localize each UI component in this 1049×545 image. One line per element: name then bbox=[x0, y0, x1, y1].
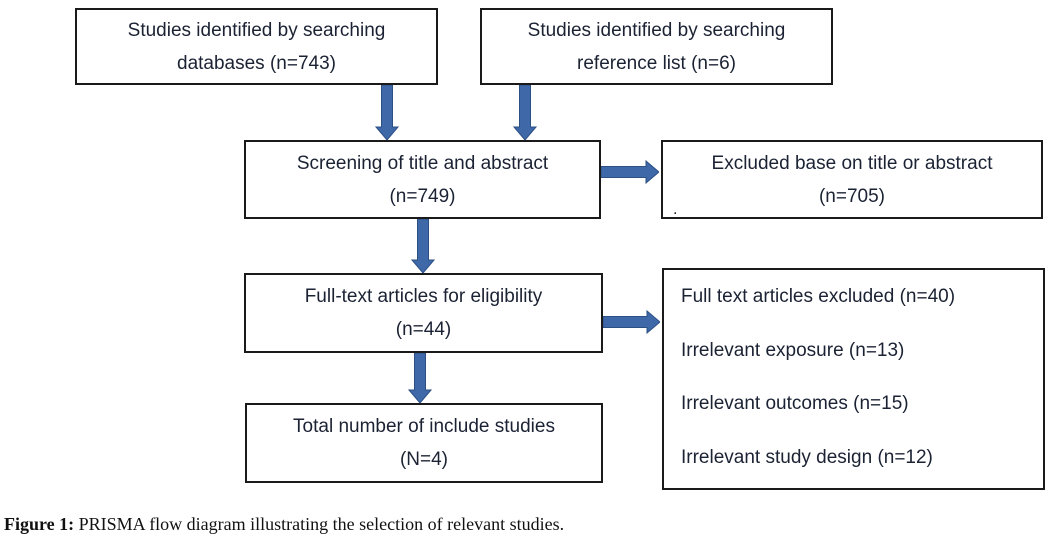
box-screening-line2: (n=749) bbox=[389, 185, 456, 207]
box-identified-databases-line1: Studies identified by searching bbox=[127, 19, 386, 41]
box-included-studies-line1: Total number of include studies bbox=[293, 416, 555, 437]
right-arrow-fulltext-to-excluded-icon bbox=[603, 310, 660, 334]
irrelevant-study-design: Irrelevant study design (n=12) bbox=[681, 446, 933, 468]
box-excluded-title-abstract-line2: (n=705) bbox=[818, 185, 886, 207]
box-included-studies-line2: (N=4) bbox=[399, 449, 449, 470]
irrelevant-outcomes: Irrelevant outcomes (n=15) bbox=[681, 393, 909, 415]
figure-caption: Figure 1: PRISMA flow diagram illustrati… bbox=[4, 514, 564, 535]
box-identified-databases: Studies identified by searching database… bbox=[75, 8, 438, 85]
box-screening: Screening of title and abstract (n=749) bbox=[244, 140, 601, 219]
irrelevant-exposure: Irrelevant exposure (n=13) bbox=[681, 339, 905, 361]
box-fulltext-excluded-reasons: Full text articles excluded (n=40) Irrel… bbox=[662, 268, 1045, 490]
box-identified-reference-list-line2: reference list (n=6) bbox=[577, 52, 736, 74]
figure-caption-label: Figure 1: bbox=[4, 514, 75, 534]
box-fulltext-eligibility-line1: Full-text articles for eligibility bbox=[304, 286, 543, 307]
down-arrow-screening-to-fulltext-icon bbox=[411, 219, 435, 273]
box-identified-databases-line2: databases (n=743) bbox=[177, 52, 336, 74]
box-screening-line1: Screening of title and abstract bbox=[296, 152, 549, 174]
fulltext-excluded-total: Full text articles excluded (n=40) bbox=[681, 286, 956, 307]
down-arrow-reference-to-screening-icon bbox=[513, 85, 537, 140]
right-arrow-screening-to-excluded-icon bbox=[601, 160, 659, 184]
box-identified-reference-list-line1: Studies identified by searching bbox=[527, 19, 786, 41]
down-arrow-databases-to-screening-icon bbox=[375, 85, 399, 140]
stray-dot: . bbox=[673, 201, 678, 218]
box-identified-reference-list: Studies identified by searching referenc… bbox=[480, 8, 833, 85]
box-excluded-title-abstract-line1: Excluded base on title or abstract bbox=[711, 152, 993, 174]
box-included-studies: Total number of include studies (N=4) bbox=[245, 403, 603, 483]
box-excluded-title-abstract: Excluded base on title or abstract (n=70… bbox=[661, 140, 1043, 219]
box-fulltext-eligibility: Full-text articles for eligibility (n=44… bbox=[244, 273, 603, 353]
box-fulltext-eligibility-line2: (n=44) bbox=[395, 319, 452, 340]
down-arrow-fulltext-to-included-icon bbox=[408, 353, 432, 403]
figure-caption-text: PRISMA flow diagram illustrating the sel… bbox=[74, 514, 565, 534]
